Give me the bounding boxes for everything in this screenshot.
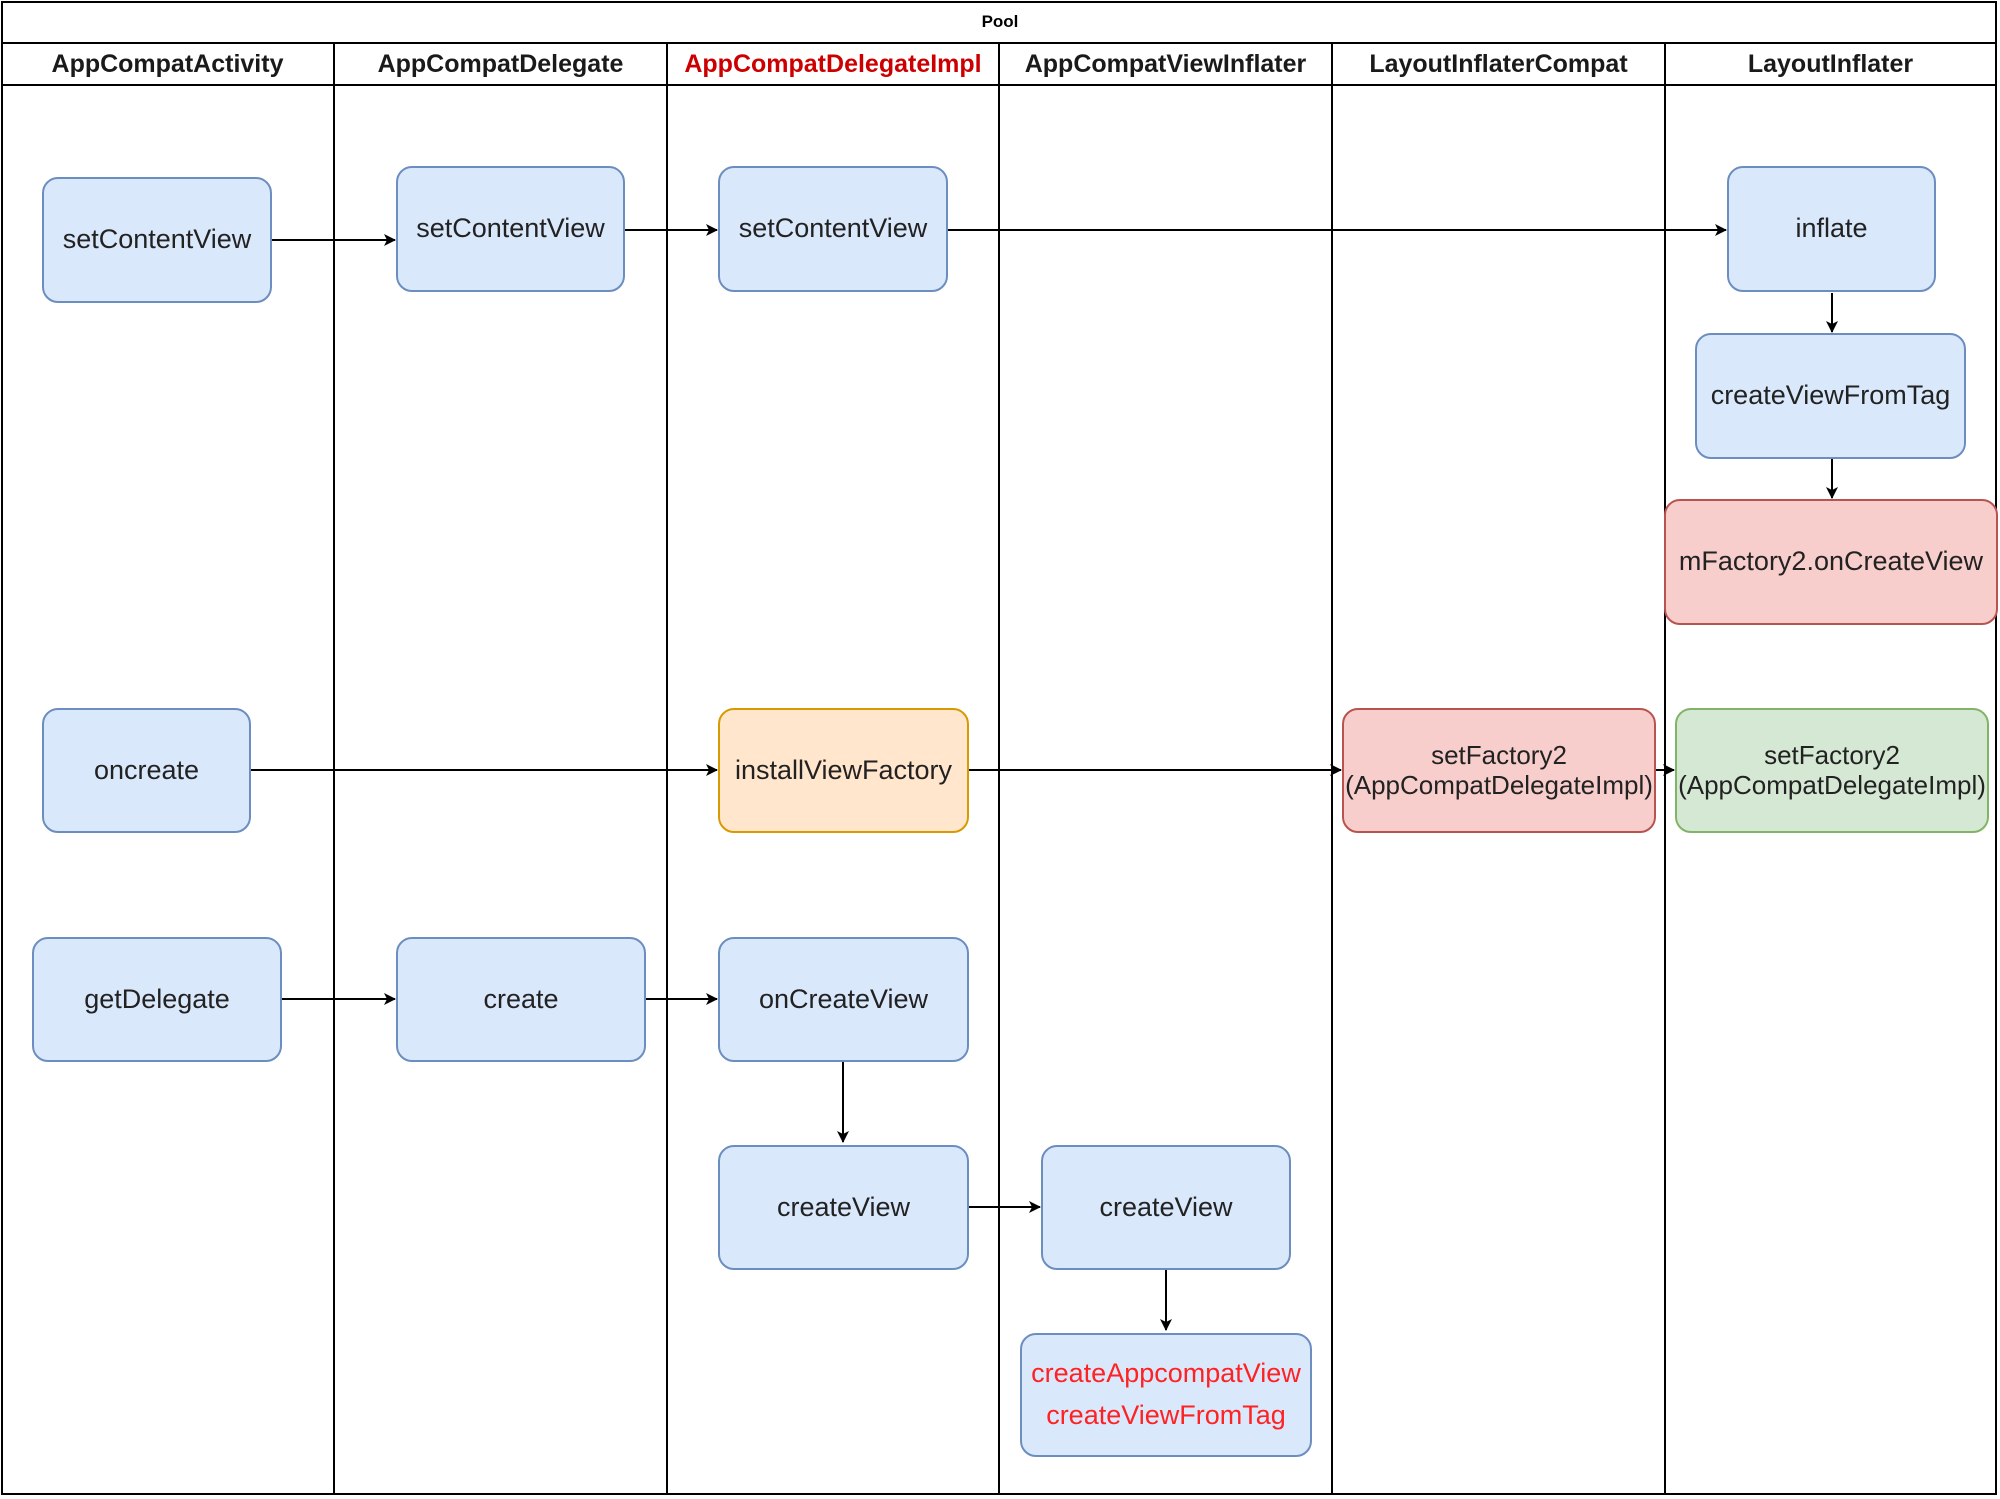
node-label: mFactory2.onCreateView	[1678, 546, 1984, 577]
node-activity-oncreate: oncreate	[42, 708, 251, 833]
node-inflater-mfactory2-oncreateview: mFactory2.onCreateView	[1664, 499, 1998, 625]
node-label: oncreate	[93, 754, 200, 785]
node-viewinflater-methods: createAppcompatView createViewFromTag	[1020, 1333, 1312, 1457]
node-label-line1: setFactory2	[1764, 739, 1900, 770]
lane-header-layoutinflater: LayoutInflater	[1747, 50, 1914, 78]
node-label: setContentView	[738, 213, 928, 244]
node-label-line1: setFactory2	[1431, 739, 1567, 770]
node-inflater-inflate: inflate	[1727, 166, 1936, 292]
node-impl-oncreateview: onCreateView	[718, 937, 969, 1062]
node-label: create	[483, 983, 559, 1014]
node-inflater-createviewfromtag: createViewFromTag	[1695, 333, 1966, 459]
node-delegate-setcontentview: setContentView	[396, 166, 625, 292]
lane-divider	[333, 42, 335, 1495]
node-label: installViewFactory	[734, 754, 953, 785]
node-label: getDelegate	[84, 983, 230, 1014]
node-label-line1: createAppcompatView	[1031, 1358, 1301, 1389]
node-label: createView	[1099, 1191, 1233, 1222]
lane-divider	[666, 42, 668, 1495]
node-activity-setcontentview: setContentView	[42, 177, 272, 303]
lane-divider	[998, 42, 1000, 1495]
node-label: createView	[776, 1191, 911, 1222]
node-impl-installviewfactory: installViewFactory	[718, 708, 969, 833]
node-inflater-setfactory2: setFactory2 (AppCompatDelegateImpl)	[1675, 708, 1989, 833]
node-compat-setfactory2: setFactory2 (AppCompatDelegateImpl)	[1342, 708, 1656, 833]
node-label: inflate	[1795, 213, 1868, 244]
node-label-line2: (AppCompatDelegateImpl)	[1345, 769, 1653, 800]
node-label-line2: (AppCompatDelegateImpl)	[1678, 769, 1986, 800]
node-viewinflater-createview: createView	[1041, 1145, 1291, 1270]
node-label-line2: createViewFromTag	[1046, 1400, 1286, 1431]
node-label: setContentView	[62, 224, 252, 255]
lane-header-appcompatviewinflater: AppCompatViewInflater	[1024, 50, 1307, 78]
pool-title: Pool	[981, 12, 1019, 31]
lane-header-layoutinflatercompat: LayoutInflaterCompat	[1369, 50, 1628, 78]
lane-header-appcompatactivity: AppCompatActivity	[51, 50, 284, 78]
node-activity-getdelegate: getDelegate	[32, 937, 282, 1062]
node-label: setContentView	[416, 213, 605, 244]
node-impl-createview: createView	[718, 1145, 969, 1270]
node-label: createViewFromTag	[1710, 380, 1951, 411]
lane-header-appcompatdelegate: AppCompatDelegate	[377, 50, 624, 78]
node-delegate-create: create	[396, 937, 646, 1062]
node-label: onCreateView	[758, 983, 929, 1014]
node-impl-setcontentview: setContentView	[718, 166, 948, 292]
lane-header-appcompatdelegateimpl: AppCompatDelegateImpl	[684, 50, 982, 78]
